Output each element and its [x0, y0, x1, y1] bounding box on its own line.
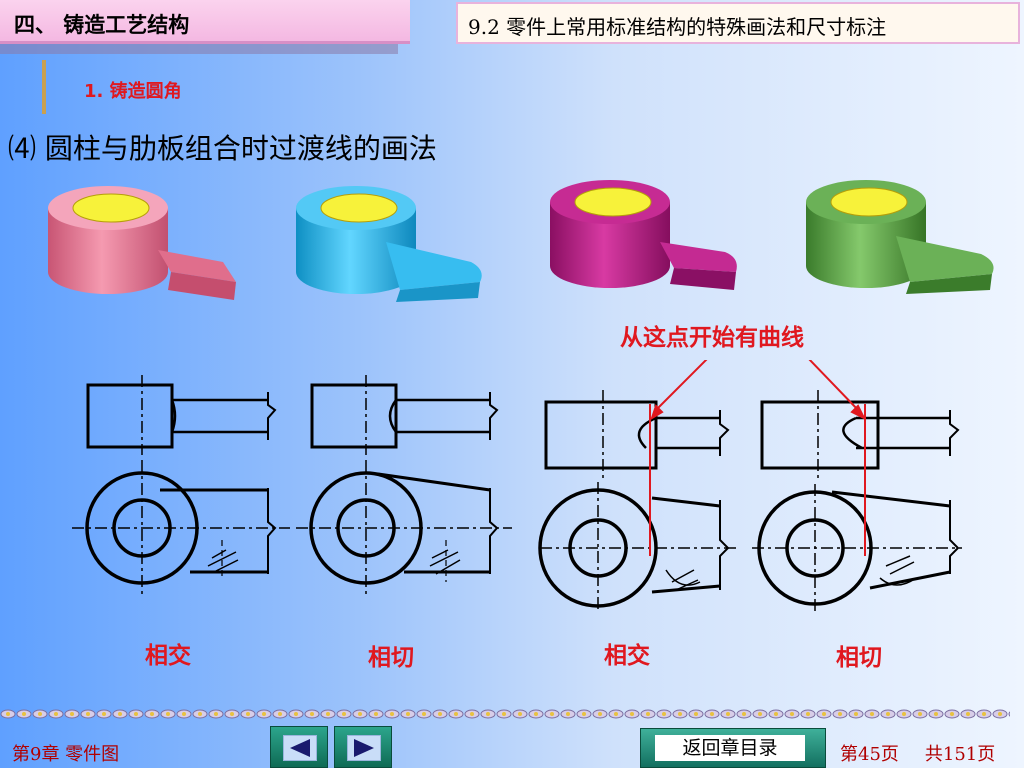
models-row	[48, 180, 994, 302]
drawing-tangent-1	[296, 375, 512, 596]
drawing-tangent-2	[752, 390, 962, 612]
return-chapter-button[interactable]: 返回章目录	[640, 728, 826, 768]
caption-intersect-2: 相交	[604, 643, 650, 669]
page-heading: ⑷ 圆柱与肋板组合时过渡线的画法	[8, 132, 437, 165]
curve-start-annotation: 从这点开始有曲线	[620, 325, 804, 351]
pink-model	[48, 186, 236, 300]
triangle-left-icon	[283, 735, 317, 761]
caption-tangent-2: 相切	[836, 645, 882, 671]
header-shadow	[0, 44, 398, 54]
chapter-title-box: 9.2 零件上常用标准结构的特殊画法和尺寸标注	[456, 2, 1020, 44]
green-model	[806, 180, 994, 294]
next-page-button[interactable]	[334, 726, 392, 768]
return-chapter-label: 返回章目录	[655, 735, 805, 761]
subtitle: 1. 铸造圆角	[84, 81, 182, 102]
section-header: 四、 铸造工艺结构	[0, 0, 410, 44]
drawings-area	[72, 360, 962, 612]
prev-page-button[interactable]	[270, 726, 328, 768]
triangle-right-icon	[347, 735, 381, 761]
footer-page-info: 第45页 共151页	[840, 740, 1021, 766]
total-pages: 共151页	[924, 744, 996, 765]
drawing-intersect-1	[72, 375, 290, 596]
page-number: 第45页	[840, 744, 899, 765]
footer-decoration	[0, 706, 1010, 722]
section-title: 四、 铸造工艺结构	[14, 13, 190, 37]
magenta-model	[550, 180, 737, 290]
accent-bar	[42, 60, 46, 114]
caption-tangent-1: 相切	[368, 645, 414, 671]
caption-intersect-1: 相交	[145, 643, 191, 669]
footer-chapter-label: 第9章 零件图	[12, 744, 120, 765]
chapter-title: 9.2 零件上常用标准结构的特殊画法和尺寸标注	[468, 15, 887, 39]
blue-model	[296, 186, 482, 302]
annotation-arrows	[649, 360, 867, 556]
drawing-intersect-2	[538, 390, 740, 612]
